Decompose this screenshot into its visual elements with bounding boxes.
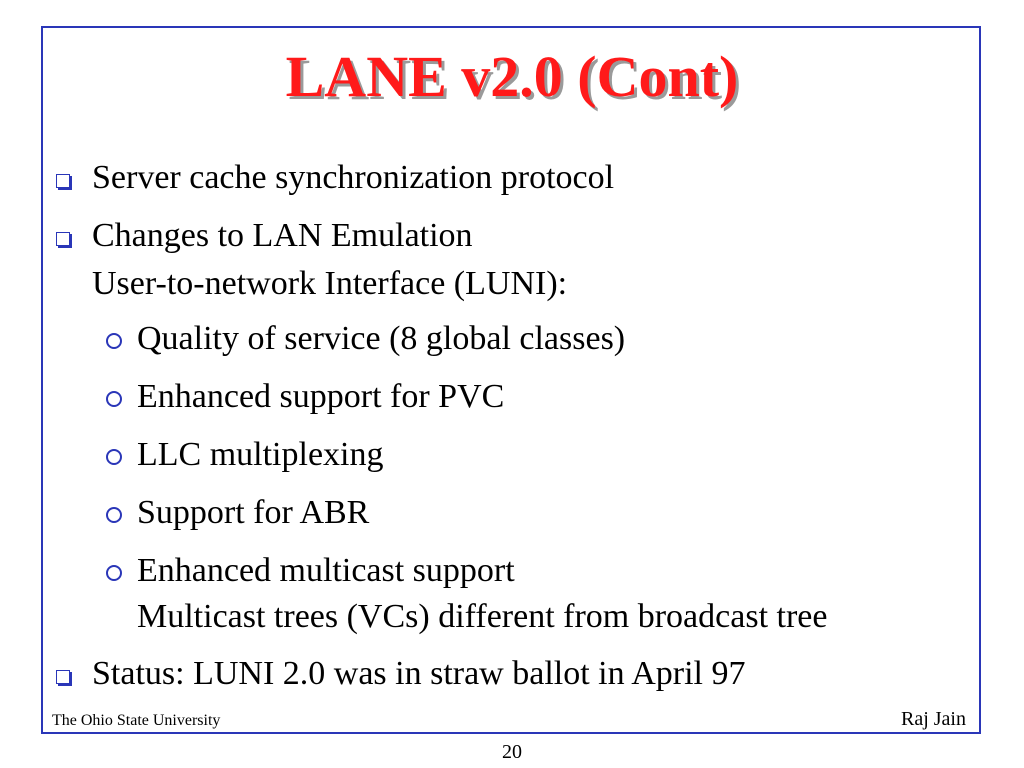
- sub-bullet-text: LLC multiplexing: [137, 436, 384, 473]
- slide-frame: [41, 26, 981, 734]
- square-bullet-icon: [56, 174, 70, 188]
- circle-bullet-icon: [106, 507, 122, 523]
- footer-author: Raj Jain: [901, 708, 966, 730]
- square-bullet-icon: [56, 670, 70, 684]
- sub-bullet-text: Enhanced support for PVC: [137, 378, 505, 415]
- sub-bullet-text-continuation: Multicast trees (VCs) different from bro…: [137, 598, 828, 635]
- circle-bullet-icon: [106, 333, 122, 349]
- footer-institution: The Ohio State University: [52, 712, 221, 729]
- square-bullet-icon: [56, 232, 70, 246]
- circle-bullet-icon: [106, 391, 122, 407]
- circle-bullet-icon: [106, 565, 122, 581]
- circle-bullet-icon: [106, 449, 122, 465]
- bullet-text: Status: LUNI 2.0 was in straw ballot in …: [92, 655, 746, 692]
- bullet-text-continuation: User-to-network Interface (LUNI):: [92, 265, 568, 302]
- slide-title: LANE v2.0 (Cont): [285, 44, 739, 109]
- sub-bullet-text: Enhanced multicast support: [137, 552, 515, 589]
- bullet-text: Server cache synchronization protocol: [92, 159, 615, 196]
- page-number: 20: [502, 741, 522, 763]
- bullet-text: Changes to LAN Emulation: [92, 217, 473, 254]
- sub-bullet-text: Support for ABR: [137, 494, 370, 531]
- sub-bullet-text: Quality of service (8 global classes): [137, 320, 626, 357]
